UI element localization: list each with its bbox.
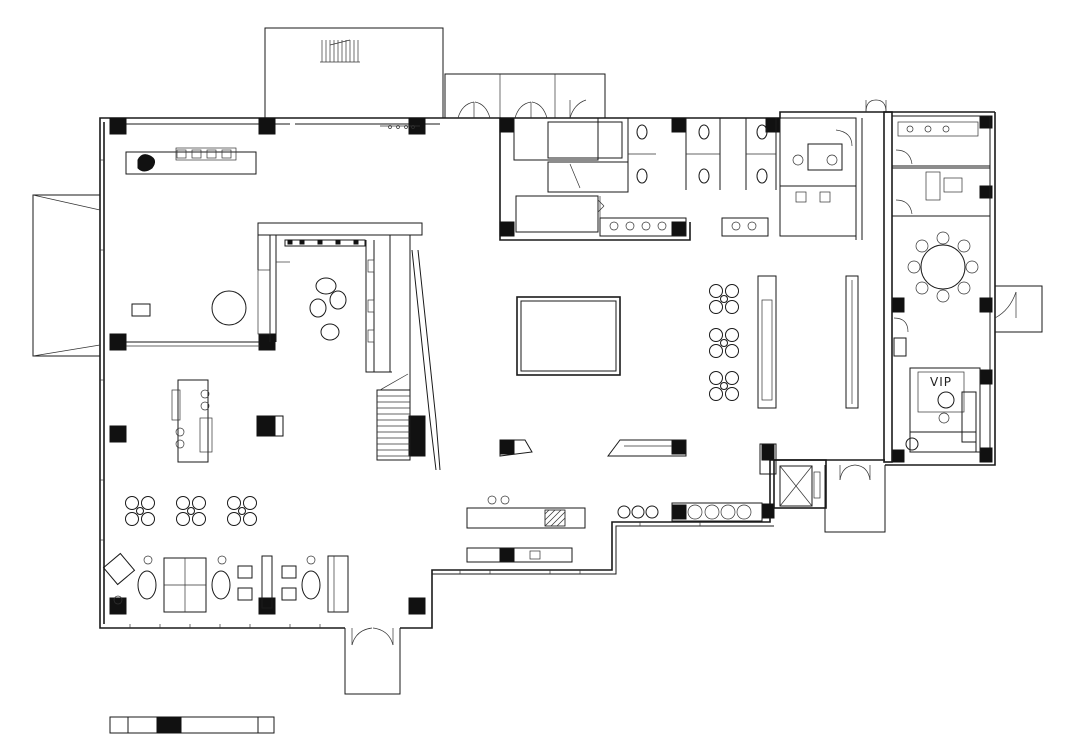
chair [227, 496, 241, 510]
chair [725, 284, 739, 298]
column [671, 504, 687, 520]
central-atrium [516, 296, 621, 376]
chair [176, 496, 190, 510]
bar-counter [257, 222, 423, 416]
column [499, 547, 515, 563]
table-cluster [227, 496, 257, 526]
column [891, 297, 905, 313]
column [499, 221, 515, 237]
chair [125, 496, 139, 510]
top-right-door [865, 99, 887, 113]
table-cluster [709, 371, 739, 401]
column [109, 117, 127, 135]
display-benches [757, 275, 859, 409]
column [891, 449, 905, 463]
left-porch [32, 194, 101, 357]
column [979, 447, 993, 463]
top-left-lounge [125, 125, 420, 347]
column [671, 221, 687, 237]
chair [709, 344, 723, 358]
column [256, 415, 276, 437]
chair [192, 496, 206, 510]
table-cluster [709, 284, 739, 314]
column [979, 185, 993, 199]
elevator [759, 443, 827, 509]
top-entrance [444, 73, 606, 119]
column [499, 117, 515, 133]
column [671, 117, 687, 133]
chair [725, 387, 739, 401]
vip-room-label: VIP [930, 375, 952, 389]
service-stair [513, 117, 629, 233]
meeting-table [171, 379, 213, 463]
main-stair [376, 249, 441, 471]
column [109, 333, 127, 351]
right-porch [994, 285, 1043, 333]
chair [141, 496, 155, 510]
structural-columns [109, 115, 993, 615]
chair [725, 371, 739, 385]
column [671, 439, 687, 455]
bottom-right-porch [824, 464, 886, 533]
chair [725, 344, 739, 358]
chair [725, 328, 739, 342]
chair [243, 496, 257, 510]
reception-desks [466, 439, 763, 563]
office [779, 117, 863, 240]
column [765, 117, 781, 133]
column [979, 369, 993, 385]
chair [227, 512, 241, 526]
column [258, 597, 276, 615]
chair [192, 512, 206, 526]
table-cluster [125, 496, 155, 526]
column [258, 117, 276, 135]
sofa-lounge [102, 552, 349, 613]
column [109, 425, 127, 443]
restrooms [599, 118, 777, 237]
chair [141, 512, 155, 526]
bottom-entrance [344, 627, 401, 695]
column [408, 415, 426, 457]
chair [243, 512, 257, 526]
perimeter-ticks [100, 159, 701, 628]
column [761, 503, 775, 519]
chair [709, 387, 723, 401]
chair [125, 512, 139, 526]
column [274, 415, 284, 437]
column [979, 297, 993, 313]
top-stair-block [264, 27, 444, 118]
kitchen [891, 115, 991, 217]
column [761, 443, 775, 461]
chair [176, 512, 190, 526]
vip-room: VIP [883, 111, 981, 463]
chair [709, 371, 723, 385]
scale-bar [109, 716, 275, 734]
column [109, 597, 127, 615]
chair [709, 284, 723, 298]
column [258, 333, 276, 351]
column [408, 597, 426, 615]
table-cluster [709, 328, 739, 358]
chair [709, 300, 723, 314]
table-cluster [176, 496, 206, 526]
table-clusters [125, 284, 739, 526]
chair [725, 300, 739, 314]
chair [709, 328, 723, 342]
